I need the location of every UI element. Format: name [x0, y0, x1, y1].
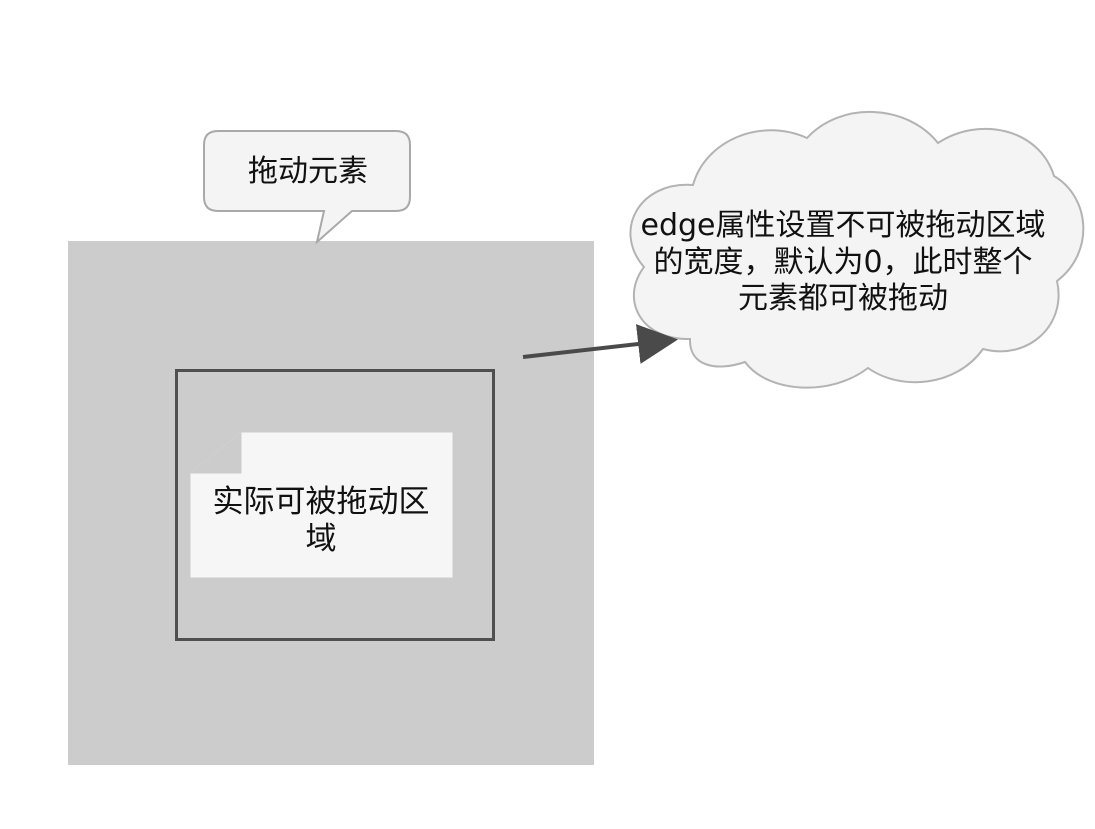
edge-property-note: edge属性设置不可被拖动区域的宽度，默认为0，此时整个元素都可被拖动	[640, 208, 1046, 317]
actual-drag-area-label: 实际可被拖动区域	[212, 483, 430, 557]
drag-element-label: 拖动元素	[248, 153, 368, 189]
edge-note-cloud	[629, 110, 1085, 389]
inner-drag-area	[176, 370, 494, 640]
edge-arrow	[522, 324, 678, 364]
note-corner-fold	[189, 431, 242, 474]
drag-element-callout	[203, 130, 411, 245]
